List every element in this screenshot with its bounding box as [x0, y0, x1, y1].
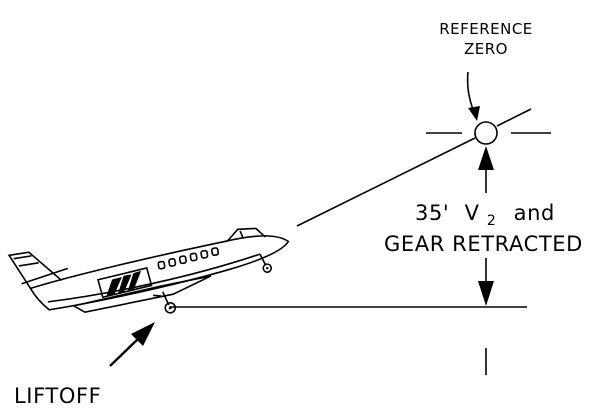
- speed-v: V: [465, 201, 480, 225]
- climb-path-line: [296, 137, 476, 227]
- reference-zero-pointer-arrow: [466, 71, 480, 121]
- height-dimension-lower-arrow: [478, 258, 494, 306]
- cabin-windows: [157, 247, 220, 270]
- engine-nacelle: [96, 267, 153, 299]
- and-word: and: [514, 201, 555, 225]
- liftoff-pointer-arrow: [109, 322, 155, 367]
- circle-target-icon: [474, 121, 498, 145]
- nose-landing-gear: [259, 253, 273, 273]
- height-speed-label: 35' V 2 and: [415, 201, 555, 230]
- reference-zero-label-line1: REFERENCE: [439, 20, 533, 38]
- reference-zero-marker: [426, 121, 551, 145]
- reference-zero-label-line2: ZERO: [464, 40, 508, 58]
- height-dimension-upper-arrow: [478, 146, 494, 193]
- main-landing-gear: [153, 291, 177, 314]
- speed-subscript: 2: [487, 213, 497, 229]
- gear-retracted-label: GEAR RETRACTED: [384, 232, 583, 256]
- height-value: 35': [415, 201, 449, 225]
- climb-path-line-extension: [496, 108, 532, 127]
- liftoff-label: LIFTOFF: [14, 384, 101, 408]
- business-jet-takeoff-icon: [7, 227, 290, 314]
- wing: [71, 275, 212, 314]
